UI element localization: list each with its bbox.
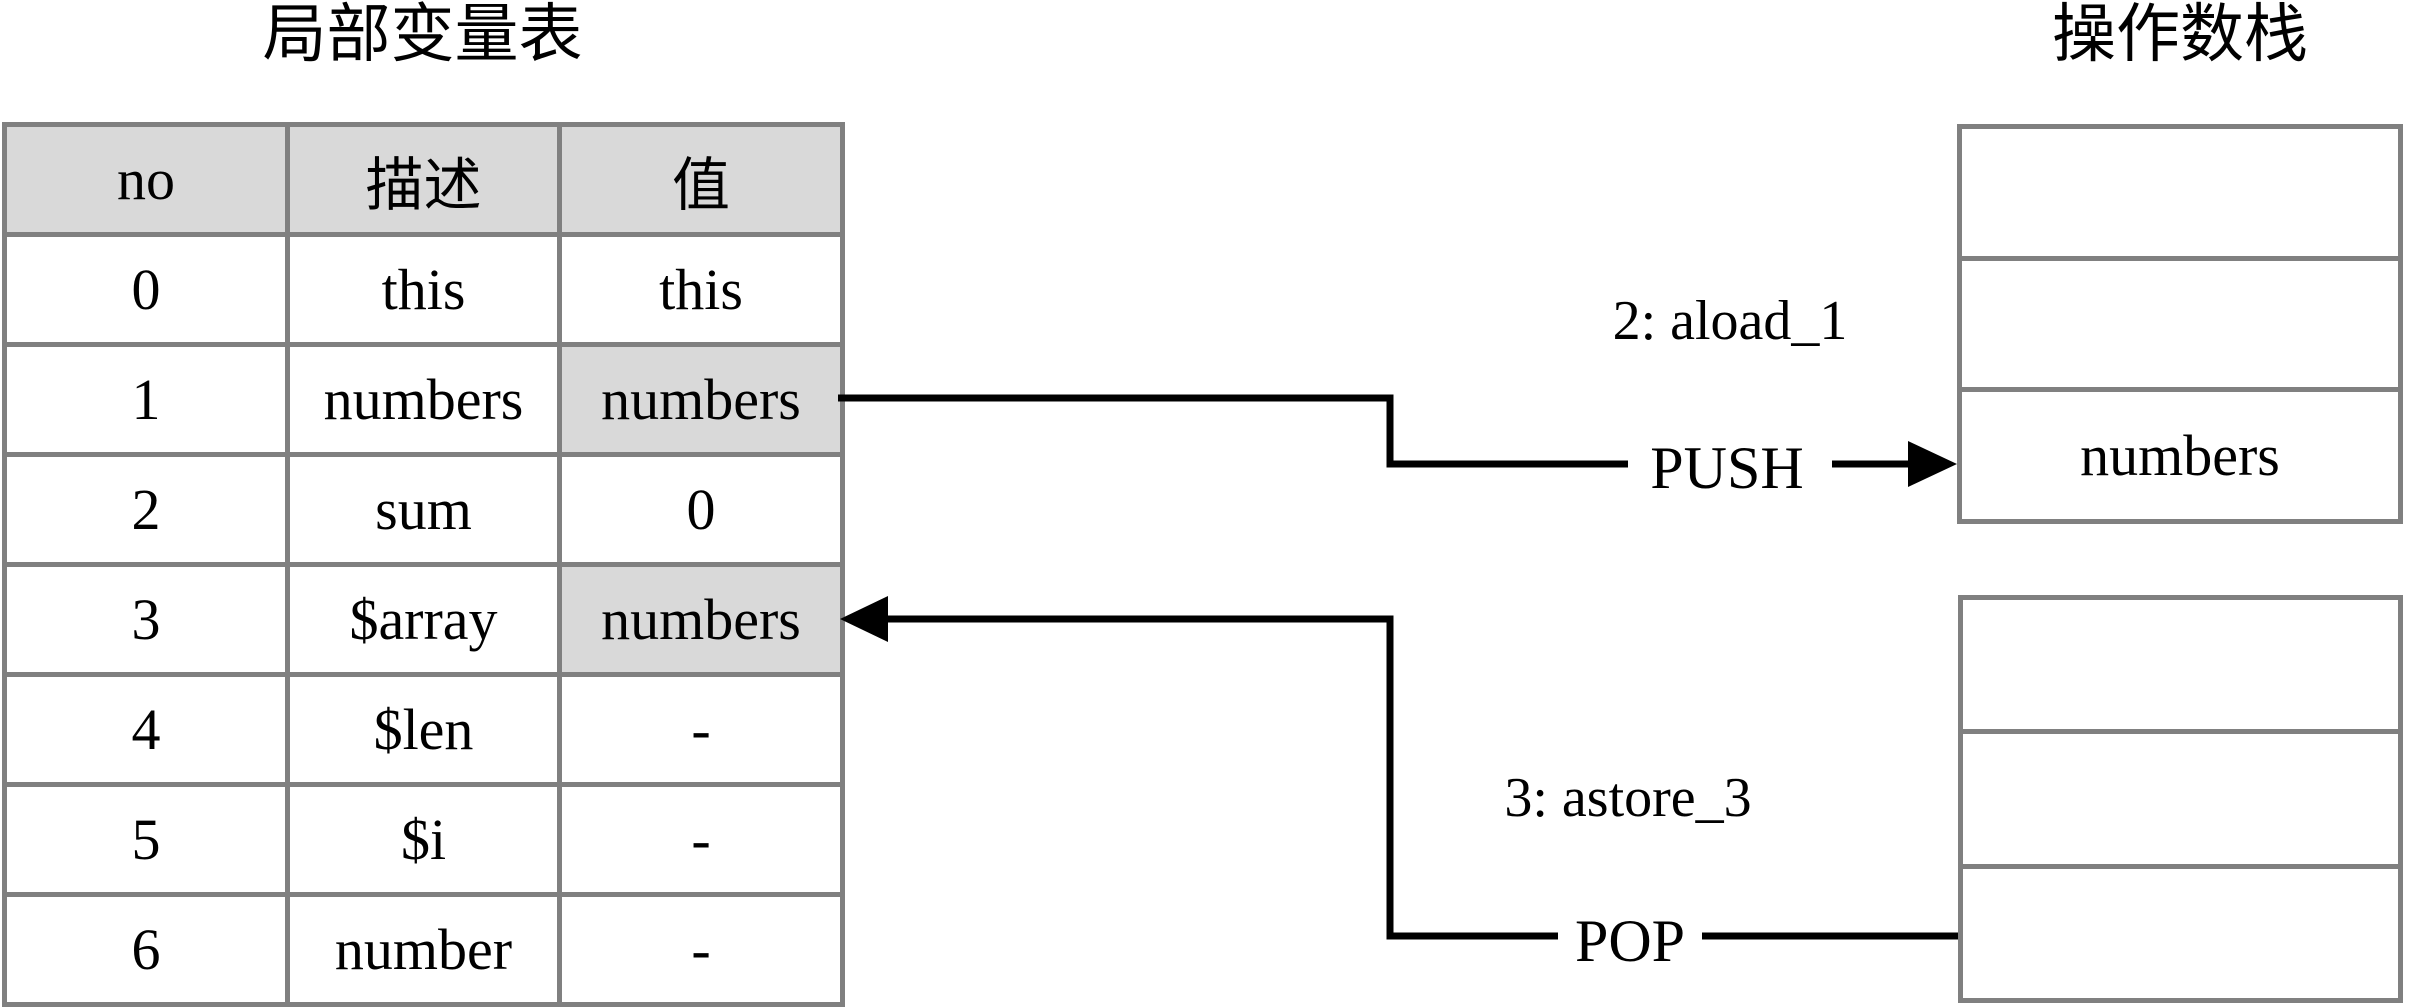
cell-desc: $i <box>285 782 562 897</box>
cell-no: 3 <box>2 562 290 677</box>
table-row: 2 sum 0 <box>2 452 845 567</box>
stack-cell <box>1963 600 2398 735</box>
table-row: 3 $array numbers <box>2 562 845 677</box>
operand-stack-title: 操作数栈 <box>2052 0 2308 70</box>
stack-cell <box>1962 129 2398 261</box>
stack-cell <box>1962 261 2398 393</box>
table-row: 0 this this <box>2 232 845 347</box>
local-variable-table-title: 局部变量表 <box>262 0 583 70</box>
table-row: 5 $i - <box>2 782 845 897</box>
pop-action-label: POP <box>1574 908 1686 974</box>
bytecode-label-aload: 2: aload_1 <box>1612 290 1848 352</box>
column-header-value: 值 <box>557 122 845 237</box>
cell-value: numbers <box>557 342 845 457</box>
cell-no: 4 <box>2 672 290 787</box>
stack-cell: numbers <box>2080 423 2280 489</box>
cell-desc: $array <box>285 562 562 677</box>
bytecode-label-astore: 3: astore_3 <box>1504 767 1752 829</box>
local-variable-table: no 描述 值 0 this this 1 numbers numbers 2 … <box>2 122 845 1007</box>
cell-no: 1 <box>2 342 290 457</box>
cell-desc: $len <box>285 672 562 787</box>
table-row: 4 $len - <box>2 672 845 787</box>
cell-value: this <box>557 232 845 347</box>
cell-desc: numbers <box>285 342 562 457</box>
pop-arrow-icon <box>840 596 888 642</box>
cell-value: - <box>557 892 845 1007</box>
cell-no: 6 <box>2 892 290 1007</box>
push-action-label: PUSH <box>1650 435 1804 501</box>
cell-desc: number <box>285 892 562 1007</box>
operand-stack-push: numbers <box>1957 124 2403 524</box>
cell-no: 0 <box>2 232 290 347</box>
operand-stack-pop <box>1958 595 2403 1003</box>
cell-no: 5 <box>2 782 290 897</box>
column-header-no: no <box>2 122 290 237</box>
cell-desc: sum <box>285 452 562 567</box>
stack-cell <box>1963 869 2398 998</box>
cell-no: 2 <box>2 452 290 567</box>
column-header-desc: 描述 <box>285 122 562 237</box>
table-row: 1 numbers numbers <box>2 342 845 457</box>
table-row: 6 number - <box>2 892 845 1007</box>
cell-value: - <box>557 782 845 897</box>
table-header-row: no 描述 值 <box>2 122 845 237</box>
cell-desc: this <box>285 232 562 347</box>
cell-value: - <box>557 672 845 787</box>
stack-cell <box>1963 734 2398 869</box>
cell-value: 0 <box>557 452 845 567</box>
cell-value: numbers <box>557 562 845 677</box>
